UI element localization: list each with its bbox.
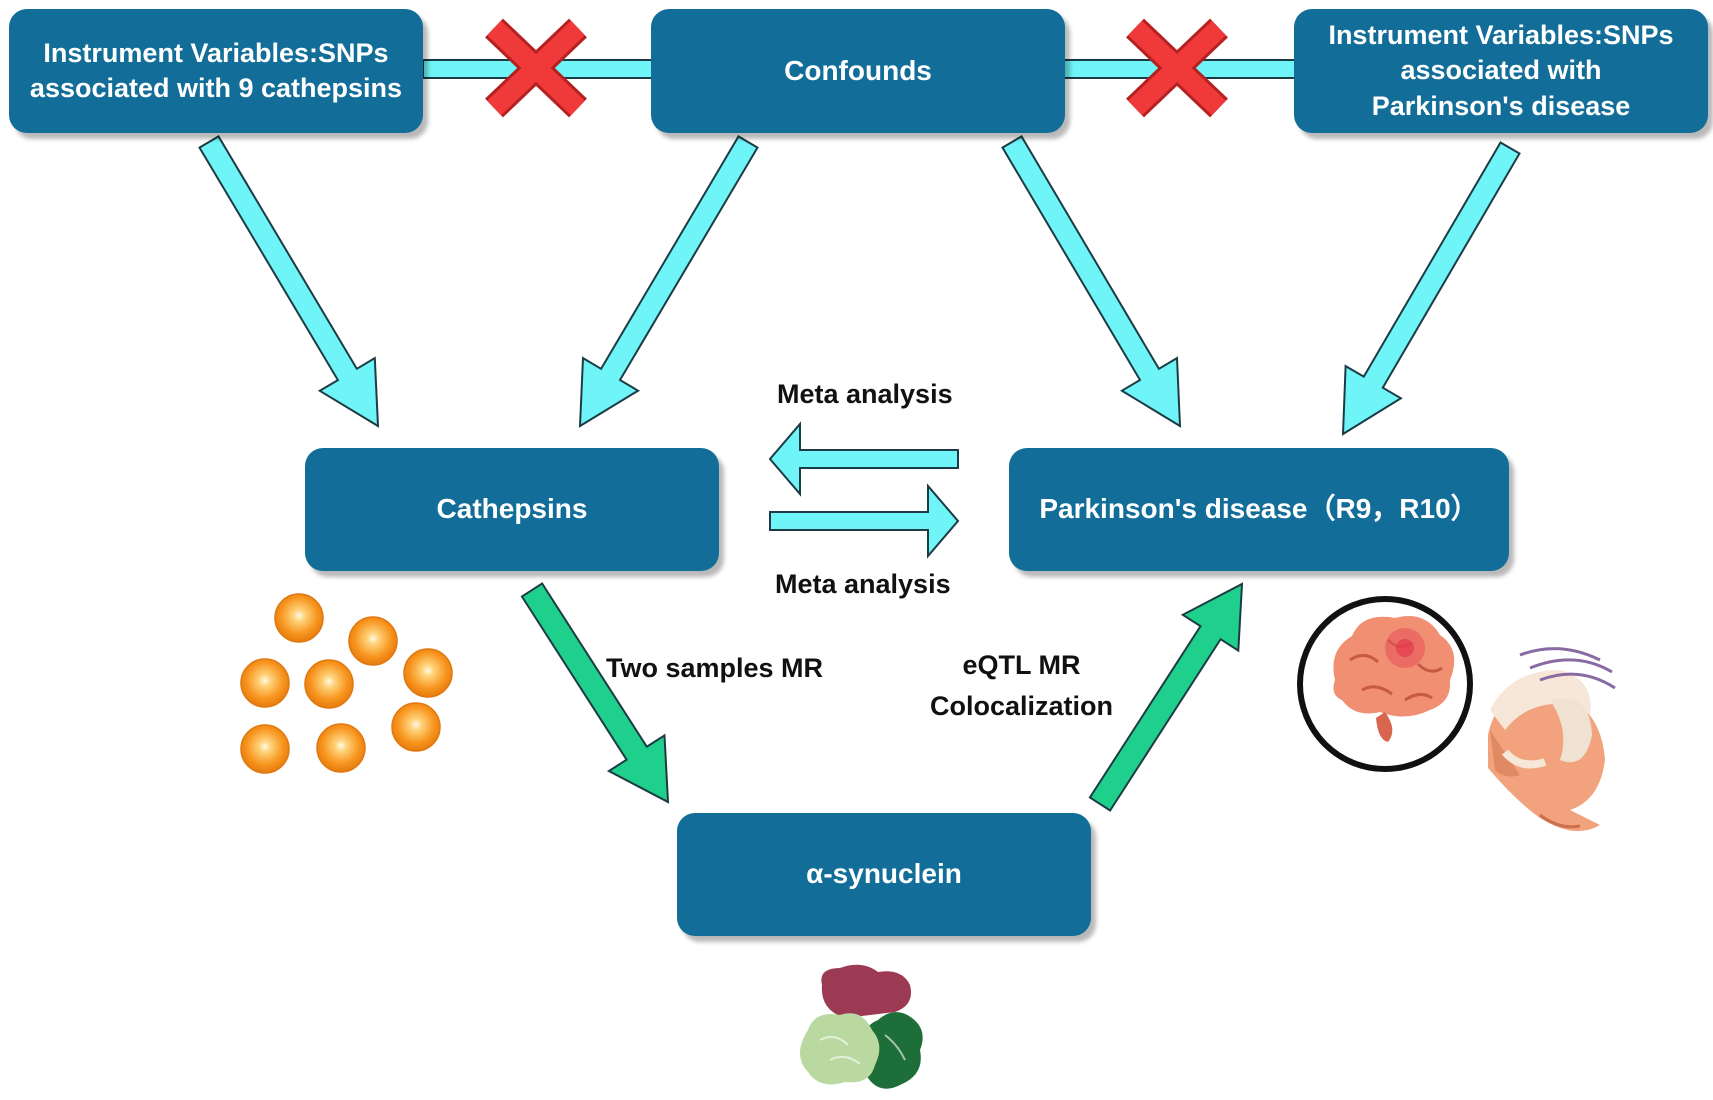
meta-analysis-label-bottom: Meta analysis xyxy=(775,569,951,599)
parkinsons-disease-text: Parkinson's disease（R9，R10） xyxy=(1039,493,1479,525)
meta-analysis-label-top: Meta analysis xyxy=(777,379,953,409)
colocalization-label: Colocalization xyxy=(930,690,1114,721)
parkinsons-disease-box: Parkinson's disease（R9，R10） xyxy=(1009,448,1509,571)
arrow-confounds-to-pd xyxy=(1001,135,1182,428)
two-samples-mr-label: Two samples MR xyxy=(606,653,824,683)
cathepsin-sphere-icon xyxy=(240,724,290,774)
no-association-cross-left-icon xyxy=(485,18,587,118)
arrow-iv-to-cathepsins xyxy=(198,135,380,428)
brain-patient-illustration xyxy=(1297,596,1616,832)
eqtl-colocalization-label: eQTL MR Colocalization xyxy=(930,645,1113,726)
cathepsin-sphere-icon xyxy=(403,648,453,698)
cathepsin-sphere-icon xyxy=(304,659,354,709)
instrument-variables-pd-text: Instrument Variables:SNPs associated wit… xyxy=(1328,20,1674,121)
cathepsin-sphere-icon xyxy=(316,723,366,773)
instrument-variables-cathepsins-box: Instrument Variables:SNPs associated wit… xyxy=(9,9,423,133)
arrow-confounds-to-cathepsins xyxy=(578,135,759,428)
no-association-cross-right-icon xyxy=(1126,18,1228,118)
cathepsins-text: Cathepsins xyxy=(436,493,588,525)
cathepsins-box: Cathepsins xyxy=(305,448,719,571)
brain-icon xyxy=(1333,616,1455,742)
elderly-person-icon xyxy=(1488,647,1616,832)
cathepsin-sphere-icon xyxy=(391,702,441,752)
eqtl-mr-label: eQTL MR xyxy=(962,650,1081,680)
cathepsin-sphere-icon xyxy=(348,616,398,666)
meta-arrow-right xyxy=(769,483,960,559)
meta-arrow-left xyxy=(768,421,959,497)
cathepsin-sphere-icon xyxy=(274,593,324,643)
arrow-iv-to-pd xyxy=(1341,141,1521,436)
green-arrows xyxy=(520,582,1244,812)
alpha-synuclein-box: α-synuclein xyxy=(677,813,1091,936)
cyan-arrows xyxy=(198,135,1521,436)
alpha-synuclein-text: α-synuclein xyxy=(806,858,962,890)
arrow-synuclein-to-pd xyxy=(1088,582,1244,812)
cathepsin-sphere-icon xyxy=(240,658,290,708)
confounds-text: Confounds xyxy=(784,54,932,86)
instrument-variables-cathepsins-text: Instrument Variables:SNPs associated wit… xyxy=(29,37,403,103)
instrument-variables-pd-box: Instrument Variables:SNPs associated wit… xyxy=(1294,9,1708,133)
cathepsin-spheres-illustration xyxy=(240,593,453,774)
confounds-box: Confounds xyxy=(651,9,1065,133)
arrow-cathepsins-to-synuclein xyxy=(520,582,670,804)
synuclein-protein-illustration xyxy=(800,964,923,1089)
meta-analysis-arrows xyxy=(768,421,960,559)
